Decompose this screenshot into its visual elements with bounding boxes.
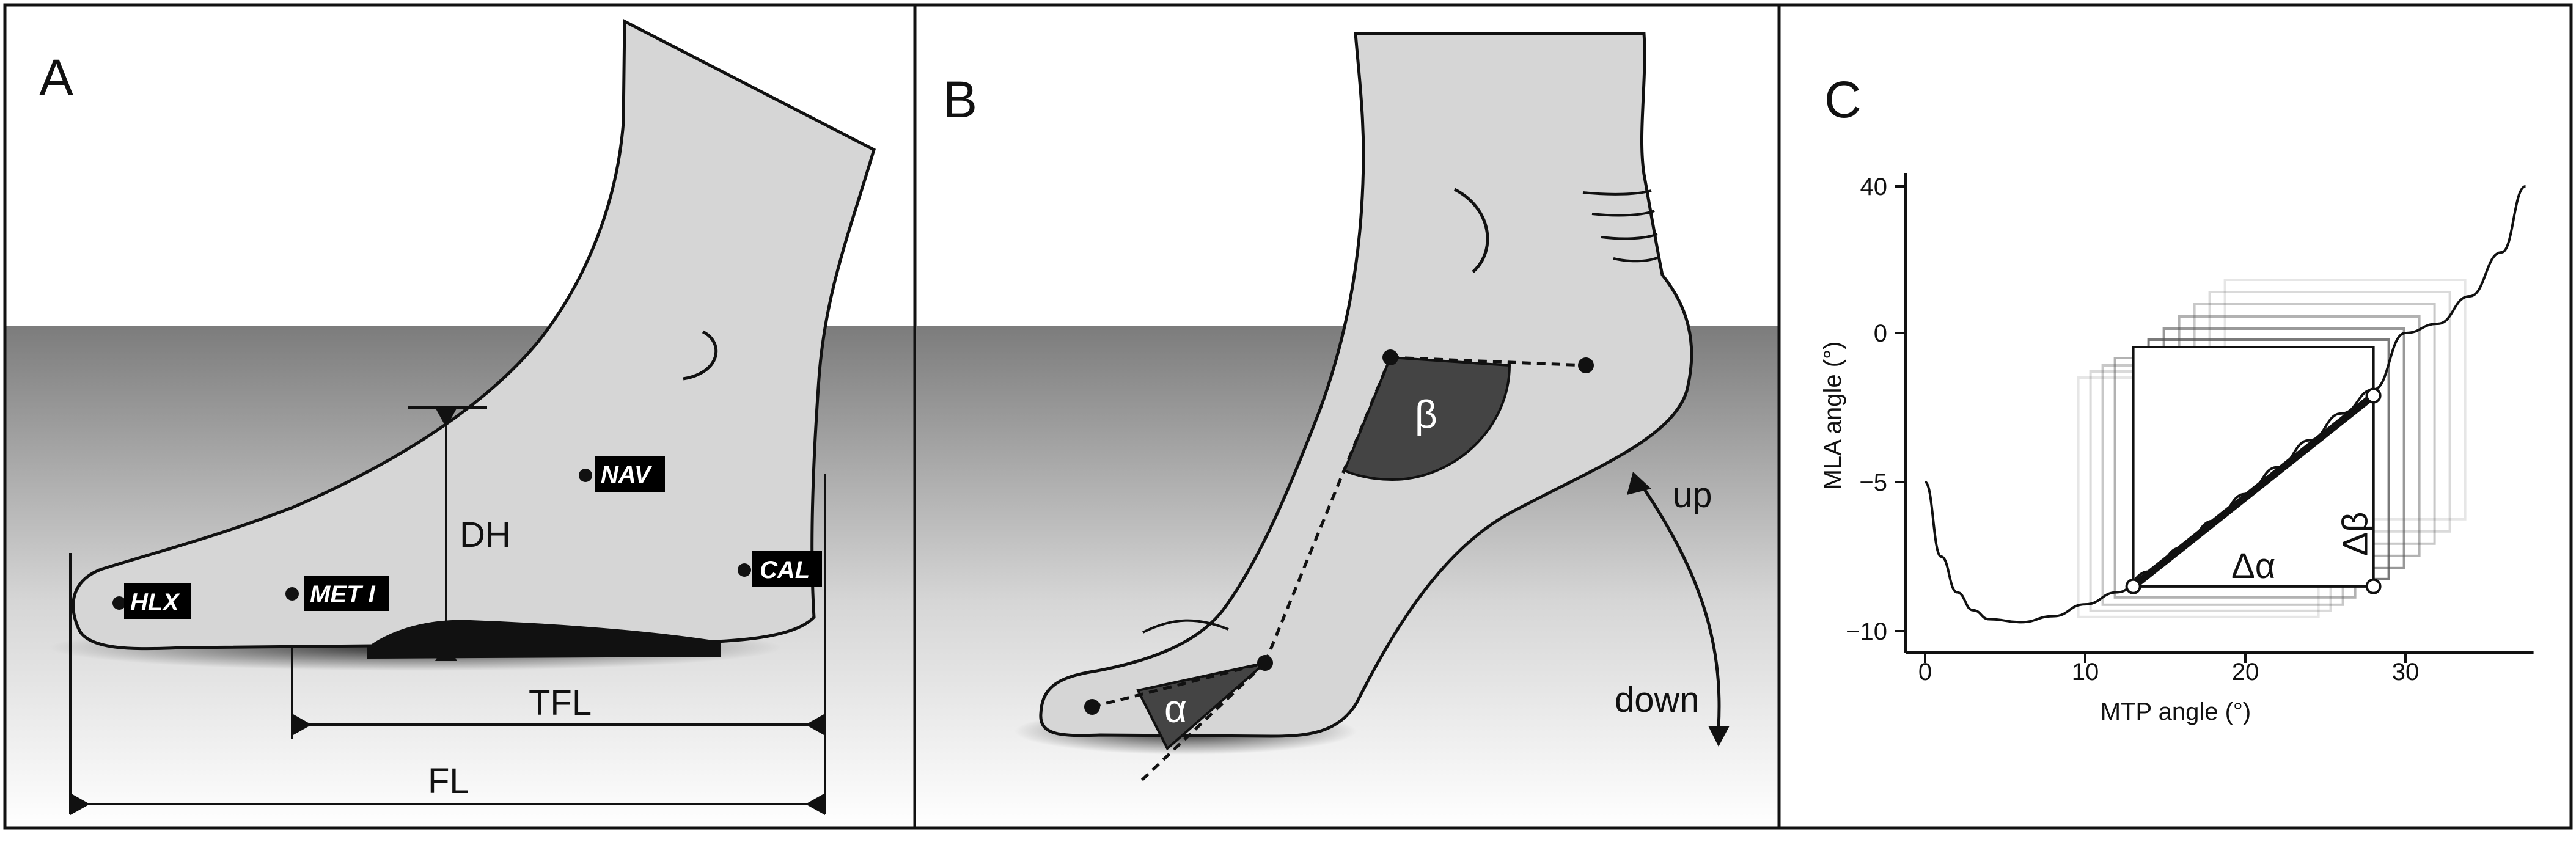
hlx-tag: HLX xyxy=(130,589,180,616)
panel-b-fold-1 xyxy=(1582,189,1652,196)
panel-c-letter: C xyxy=(1824,71,1862,128)
fl-label: FL xyxy=(428,761,469,801)
beta-wedge xyxy=(1343,356,1511,481)
panel-a: DH TFL FL HLX MET I NAV CAL A xyxy=(5,18,914,828)
b-arrow-up xyxy=(1627,472,1651,495)
b-dash-toe xyxy=(1092,661,1266,709)
y-tick-label-40: 40 xyxy=(1860,174,1888,200)
figure-frame xyxy=(3,3,2573,830)
delta-beta-label: Δβ xyxy=(2336,512,2376,556)
cal-tag: CAL xyxy=(760,557,810,583)
b-point-nav xyxy=(1382,349,1398,365)
hysteresis-box-main xyxy=(2132,346,2375,588)
panel-b: β α up down B xyxy=(916,32,1778,828)
alpha-wedge xyxy=(1136,660,1270,751)
b-dash-heel xyxy=(1390,356,1587,367)
met1-tag: MET I xyxy=(310,581,376,608)
panel-a-letter: A xyxy=(39,49,73,106)
b-down-label: down xyxy=(1615,680,1700,720)
met1-point xyxy=(285,587,299,601)
x-tick-label-20: 20 xyxy=(2232,659,2259,686)
nav-point xyxy=(579,469,592,482)
highlight-start-point xyxy=(2125,578,2141,594)
delta-alpha-label: Δα xyxy=(2231,546,2275,586)
panel-b-toe-crease xyxy=(1142,619,1229,634)
panel-a-foot xyxy=(72,18,876,651)
panel-b-letter: B xyxy=(943,71,977,128)
b-motion-arc xyxy=(1636,478,1721,728)
panel-b-fold-3 xyxy=(1601,233,1658,240)
panel-b-fold-2 xyxy=(1591,210,1655,217)
y-tick-label--10: −10 xyxy=(1846,618,1887,645)
highlight-segment xyxy=(2130,392,2376,590)
fl-right-arrow xyxy=(805,793,825,815)
met1-tag-box xyxy=(304,576,389,611)
b-up-label: up xyxy=(1673,475,1712,515)
dh-top-arrow xyxy=(435,408,457,428)
b-point-toe xyxy=(1084,699,1100,715)
x-axis-label: MTP angle (°) xyxy=(2101,698,2251,725)
panel-b-foot xyxy=(1039,32,1693,738)
x-tick-label-10: 10 xyxy=(2072,659,2099,686)
x-tick-label-30: 30 xyxy=(2392,659,2420,686)
dh-label: DH xyxy=(460,515,511,555)
b-arrow-down xyxy=(1708,726,1730,747)
panel-b-fold-4 xyxy=(1613,255,1660,263)
x-tick-label-0: 0 xyxy=(1918,659,1932,686)
hlx-tag-box xyxy=(124,583,191,619)
highlight-corner-point xyxy=(2365,578,2382,594)
fl-left-arrow xyxy=(70,793,90,815)
cal-tag-box xyxy=(752,551,822,587)
nav-tag-box xyxy=(595,456,665,492)
alpha-label: α xyxy=(1164,687,1187,731)
panel-a-arch xyxy=(367,620,721,659)
y-tick-label-0: 0 xyxy=(1874,320,1887,347)
panel-a-ankle-mark xyxy=(683,330,718,381)
highlight-end-point xyxy=(2365,387,2382,404)
panel-b-ankle-mark xyxy=(1453,188,1489,273)
b-dash-arch xyxy=(1263,357,1392,664)
beta-label: β xyxy=(1415,392,1437,436)
cal-point xyxy=(738,563,751,577)
dh-bottom-arrow xyxy=(435,642,457,661)
hlx-point xyxy=(112,596,126,610)
tfl-left-arrow xyxy=(292,714,312,736)
tfl-right-arrow xyxy=(805,714,825,736)
b-point-cal xyxy=(1578,357,1594,373)
b-point-met xyxy=(1257,655,1273,671)
y-axis-label: MLA angle (°) xyxy=(1819,342,1846,490)
nav-tag: NAV xyxy=(601,461,653,488)
y-tick-label--5: −5 xyxy=(1859,469,1887,496)
tfl-label: TFL xyxy=(529,683,592,723)
